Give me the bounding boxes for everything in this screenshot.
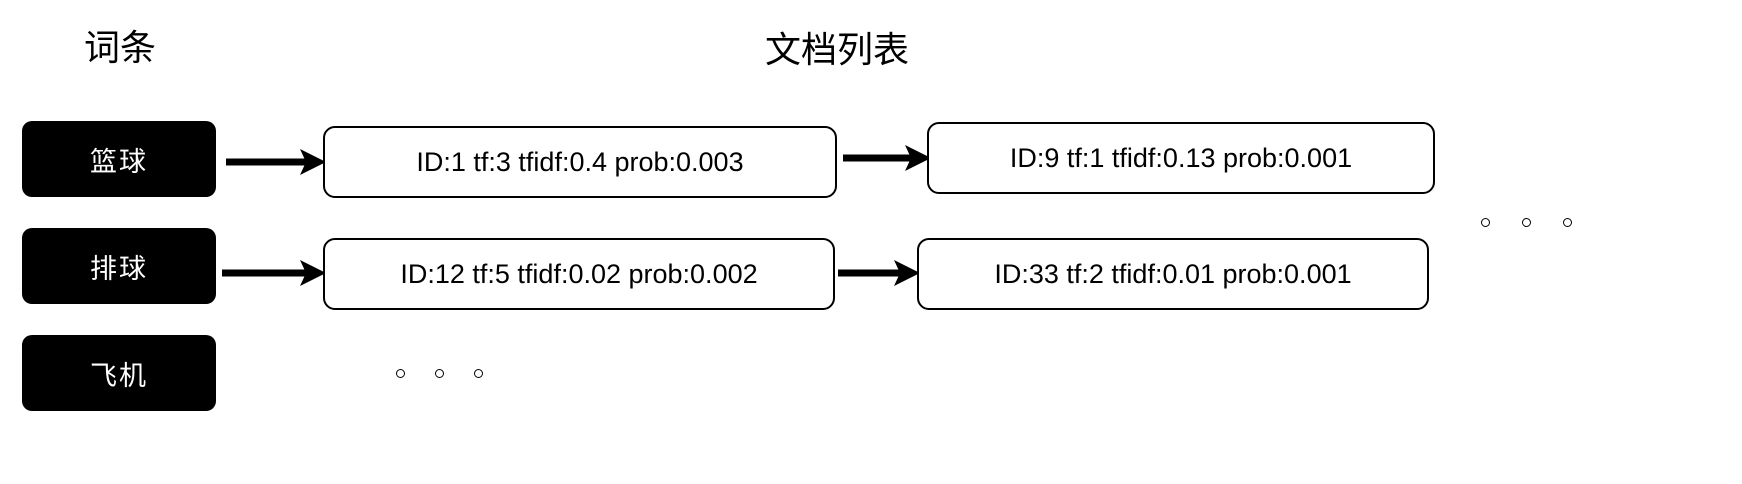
- arrow-right-icon: [226, 147, 326, 177]
- ellipsis-dot-icon: [1563, 218, 1572, 227]
- term-chip-volleyball[interactable]: 排球: [22, 228, 216, 304]
- ellipsis-dot-icon: [435, 369, 444, 378]
- posting-text: ID:12 tf:5 tfidf:0.02 prob:0.002: [400, 258, 758, 289]
- ellipsis-dot-icon: [474, 369, 483, 378]
- ellipsis-dot-icon: [1481, 218, 1490, 227]
- posting-box-basketball-doc-1[interactable]: ID:1 tf:3 tfidf:0.4 prob:0.003: [323, 126, 837, 198]
- ellipsis-dot-icon: [1522, 218, 1531, 227]
- arrow-right-icon: [222, 258, 326, 288]
- ellipsis-dot-icon: [396, 369, 405, 378]
- ellipsis-more-postings-airplane: [396, 369, 483, 378]
- ellipsis-more-documents: [1481, 218, 1572, 227]
- posting-box-volleyball-doc-33[interactable]: ID:33 tf:2 tfidf:0.01 prob:0.001: [917, 238, 1429, 310]
- term-chip-label: 篮球: [90, 146, 148, 177]
- term-chip-basketball[interactable]: 篮球: [22, 121, 216, 197]
- column-heading-terms: 词条: [84, 28, 157, 68]
- term-chip-label: 飞机: [90, 360, 148, 391]
- arrow-right-icon: [843, 143, 931, 173]
- posting-text: ID:9 tf:1 tfidf:0.13 prob:0.001: [1009, 142, 1353, 173]
- posting-box-basketball-doc-9[interactable]: ID:9 tf:1 tfidf:0.13 prob:0.001: [927, 122, 1435, 194]
- term-chip-label: 排球: [90, 253, 148, 284]
- posting-text: ID:1 tf:3 tfidf:0.4 prob:0.003: [416, 146, 744, 177]
- term-chip-airplane[interactable]: 飞机: [22, 335, 216, 411]
- posting-box-volleyball-doc-12[interactable]: ID:12 tf:5 tfidf:0.02 prob:0.002: [323, 238, 835, 310]
- posting-text: ID:33 tf:2 tfidf:0.01 prob:0.001: [994, 258, 1352, 289]
- column-heading-documents: 文档列表: [765, 30, 910, 70]
- arrow-right-icon: [838, 258, 920, 288]
